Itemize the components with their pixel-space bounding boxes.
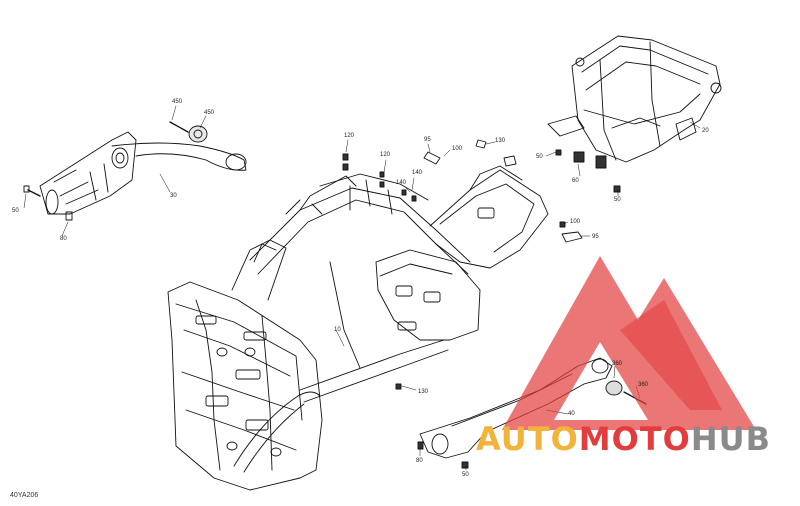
callout-50-bottom: 50	[462, 472, 469, 478]
rear-trailing-arm	[39, 131, 247, 215]
callout-360-b: 360	[638, 382, 649, 388]
callout-50-left: 50	[12, 208, 19, 214]
callout-30: 30	[170, 193, 177, 199]
callout-95-right: 95	[592, 234, 599, 240]
callout-140-b: 140	[412, 170, 423, 176]
bolt-50-left	[23, 185, 41, 197]
nut-80-left	[65, 211, 73, 221]
callout-80-bottom: 80	[416, 458, 423, 464]
brand-auto: AUTO	[476, 420, 579, 458]
front-upper-subframe	[547, 35, 722, 169]
callout-60: 60	[572, 178, 579, 184]
watermark-logo	[502, 256, 756, 430]
callout-130-bottom: 130	[418, 389, 429, 395]
callout-130-top: 130	[495, 138, 506, 144]
callout-95-top: 95	[424, 137, 431, 143]
brand-moto: MOTO	[578, 420, 691, 458]
hardware-cluster	[342, 149, 621, 469]
brackets-95	[423, 139, 583, 243]
main-frame	[167, 165, 549, 491]
brand-hub: HUB	[690, 420, 772, 458]
callout-100-top: 100	[452, 146, 463, 152]
callout-100-right: 100	[570, 219, 581, 225]
diagram-reference-code: 40YA206	[10, 492, 39, 499]
callout-80-left: 80	[60, 236, 67, 242]
callout-50-mid-right: 50	[614, 197, 621, 203]
callout-140-a: 140	[396, 180, 407, 186]
callout-120-a: 120	[344, 133, 355, 139]
callout-450-b: 450	[204, 110, 215, 116]
watermark-brand-text: AUTOMOTOHUB	[476, 420, 771, 458]
callout-40: 40	[568, 411, 575, 417]
callout-10: 10	[334, 327, 341, 333]
bushing-450	[169, 121, 208, 143]
callout-20: 20	[702, 128, 709, 134]
callout-360-a: 360	[612, 361, 623, 367]
callout-450-a: 450	[172, 99, 183, 105]
callout-50-right: 50	[536, 154, 543, 160]
callout-120-b: 120	[380, 152, 391, 158]
